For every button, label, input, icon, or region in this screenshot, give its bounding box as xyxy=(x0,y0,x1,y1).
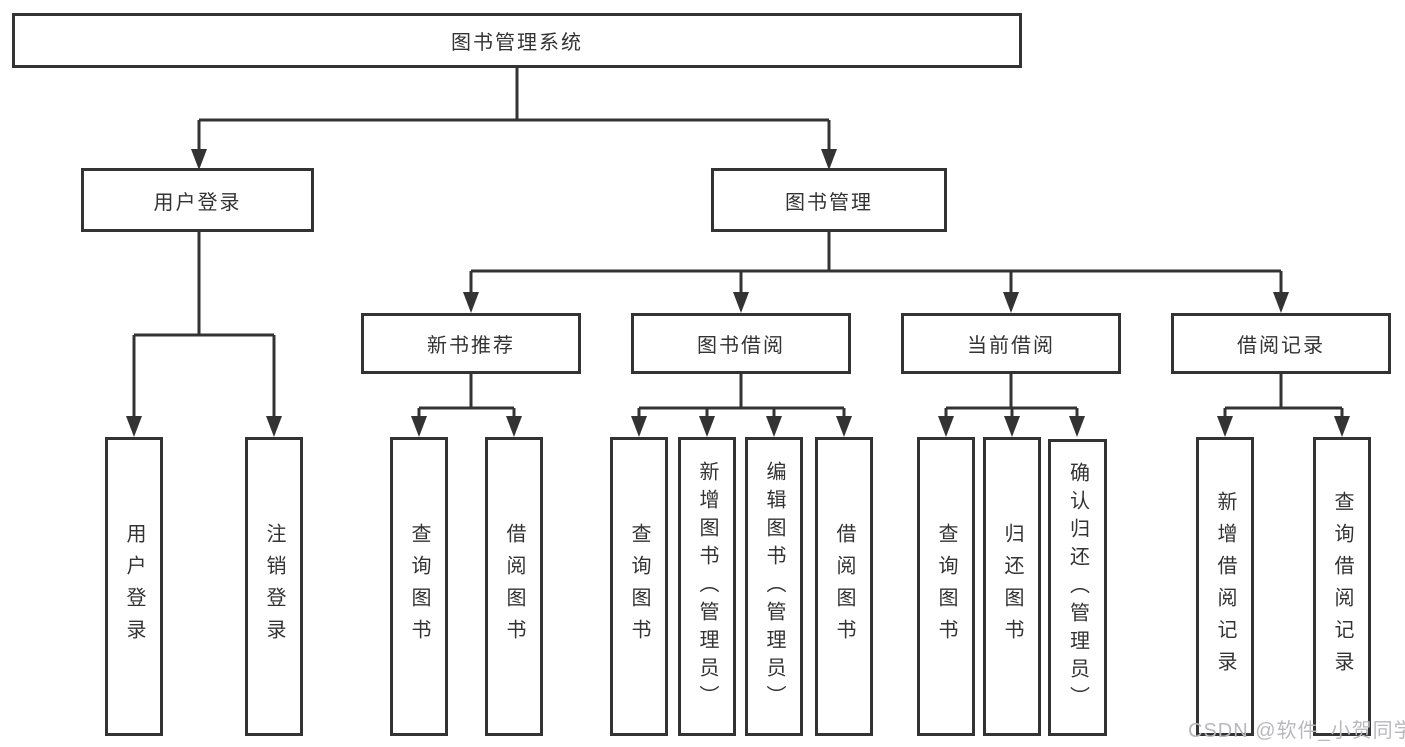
arrow-icon xyxy=(1334,416,1350,437)
arrow-icon xyxy=(631,416,647,437)
leaf-current-return: 归还图书 xyxy=(983,437,1041,736)
arrow-icon xyxy=(1004,416,1020,437)
leaf-logout: 注销登录 xyxy=(245,437,303,736)
arrow-icon xyxy=(699,416,715,437)
node-new-book-recommend-label: 新书推荐 xyxy=(427,335,515,357)
node-book-management-label: 图书管理 xyxy=(785,191,873,214)
leaf-newbooks-borrow-label: 借阅图书 xyxy=(503,522,525,651)
leaf-records-add-label: 新增借阅记录 xyxy=(1214,490,1236,683)
arrow-icon xyxy=(766,416,782,437)
leaf-newbooks-borrow: 借阅图书 xyxy=(485,437,543,736)
arrow-icon xyxy=(411,416,427,437)
leaf-borrowing-borrow-label: 借阅图书 xyxy=(833,522,855,651)
leaf-current-query-label: 查询图书 xyxy=(935,522,957,651)
arrow-icon xyxy=(191,149,207,170)
leaf-newbooks-query: 查询图书 xyxy=(390,437,448,736)
arrow-icon xyxy=(506,416,522,437)
leaf-records-query-label: 查询借阅记录 xyxy=(1331,490,1353,683)
node-borrowing-records: 借阅记录 xyxy=(1171,313,1391,374)
arrow-icon xyxy=(1003,292,1019,313)
node-current-borrowing: 当前借阅 xyxy=(901,313,1121,374)
arrowheads xyxy=(126,149,1350,437)
leaf-borrowing-borrow: 借阅图书 xyxy=(815,437,873,736)
leaf-borrowing-query: 查询图书 xyxy=(610,437,668,736)
leaf-user-login-label: 用户登录 xyxy=(123,522,145,651)
leaf-newbooks-query-label: 查询图书 xyxy=(408,522,430,651)
node-library-system: 图书管理系统 xyxy=(12,13,1022,68)
node-current-borrowing-label: 当前借阅 xyxy=(967,335,1055,357)
arrow-icon xyxy=(266,416,282,437)
leaf-current-query: 查询图书 xyxy=(917,437,975,736)
csdn-watermark: CSDN @软件_小贺同学 xyxy=(1188,720,1405,742)
node-book-management: 图书管理 xyxy=(711,168,947,232)
connector-path xyxy=(132,68,1344,420)
arrow-icon xyxy=(126,416,142,437)
node-book-borrowing-label: 图书借阅 xyxy=(697,335,785,357)
arrow-icon xyxy=(938,416,954,437)
arrow-icon xyxy=(463,292,479,313)
leaf-user-login: 用户登录 xyxy=(105,437,163,736)
arrow-icon xyxy=(821,149,837,170)
arrow-icon xyxy=(1273,292,1289,313)
leaf-borrowing-edit-admin: 编辑图书（管理员） xyxy=(745,437,803,736)
leaf-borrowing-add-admin-label: 新增图书（管理员） xyxy=(696,460,718,713)
node-borrowing-records-label: 借阅记录 xyxy=(1237,335,1325,357)
leaf-current-confirm-admin-label: 确认归还（管理员） xyxy=(1066,461,1089,714)
arrow-icon xyxy=(836,416,852,437)
node-user-login: 用户登录 xyxy=(81,168,314,232)
leaf-current-confirm-admin: 确认归还（管理员） xyxy=(1048,439,1107,736)
leaf-borrowing-query-label: 查询图书 xyxy=(628,522,650,651)
node-library-system-label: 图书管理系统 xyxy=(451,32,583,54)
node-book-borrowing: 图书借阅 xyxy=(631,313,851,374)
arrow-icon xyxy=(1217,416,1233,437)
leaf-current-return-label: 归还图书 xyxy=(1001,522,1023,651)
arrow-icon xyxy=(733,292,749,313)
leaf-records-add: 新增借阅记录 xyxy=(1196,437,1254,736)
leaf-logout-label: 注销登录 xyxy=(263,522,285,651)
leaf-records-query: 查询借阅记录 xyxy=(1313,437,1371,736)
node-new-book-recommend: 新书推荐 xyxy=(361,313,581,374)
node-user-login-label: 用户登录 xyxy=(153,191,242,214)
leaf-borrowing-add-admin: 新增图书（管理员） xyxy=(678,437,736,736)
arrow-icon xyxy=(1069,416,1085,437)
leaf-borrowing-edit-admin-label: 编辑图书（管理员） xyxy=(763,460,785,713)
